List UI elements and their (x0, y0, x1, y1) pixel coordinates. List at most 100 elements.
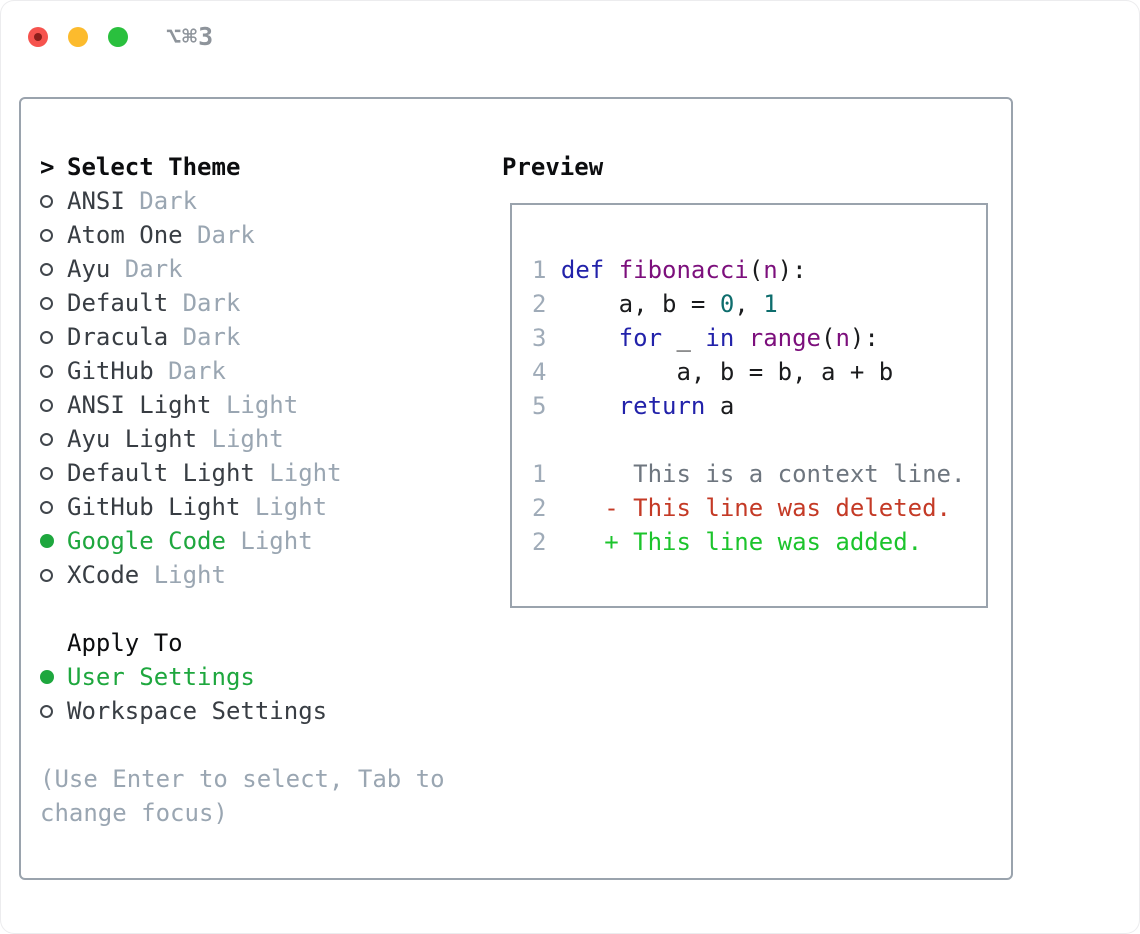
code-token-plain: ): (777, 256, 807, 284)
window-shortcut-label: ⌥⌘3 (166, 22, 215, 51)
option-label: GitHub (67, 357, 154, 385)
code-token-plain: , (734, 290, 764, 318)
preview-code-line: 2 - This line was deleted. (532, 491, 980, 525)
line-number: 1 (532, 256, 547, 284)
theme-option-ansi-light[interactable]: ANSI Light Light (40, 388, 342, 422)
titlebar: ⌥⌘3 (0, 0, 1140, 70)
minimize-button[interactable] (68, 27, 88, 47)
line-number: 5 (532, 392, 547, 420)
theme-option-github-light[interactable]: GitHub Light Light (40, 490, 342, 524)
preview-code-line: 4 a, b = b, a + b (532, 355, 980, 389)
apply-option-user-settings[interactable]: User Settings (40, 660, 327, 694)
option-variant-label: Light (240, 493, 328, 521)
option-label: User Settings (67, 663, 255, 691)
theme-option-atom-one[interactable]: Atom One Dark (40, 218, 342, 252)
code-token-literal: 0 (719, 290, 735, 318)
option-variant-label: Light (139, 561, 226, 589)
code-token-type: fibonacci (618, 256, 749, 284)
option-label: Dracula (67, 323, 169, 351)
theme-option-xcode[interactable]: XCode Light (40, 558, 342, 592)
theme-option-google-code[interactable]: Google Code Light (40, 524, 342, 558)
zoom-button[interactable] (108, 27, 128, 47)
option-variant-label: Dark (168, 289, 241, 317)
code-token-deleted: - This line was deleted. (560, 494, 952, 522)
code-token-keyword: def (560, 256, 605, 284)
line-number: 2 (532, 290, 547, 318)
code-token-plain: a (705, 392, 735, 420)
preview-code-line: 1 This is a context line. (532, 457, 980, 491)
option-label: XCode (67, 561, 140, 589)
radio-unselected-icon (40, 568, 67, 582)
code-token-plain: ( (748, 256, 764, 284)
radio-unselected-icon (40, 262, 67, 276)
option-variant-label: Dark (168, 323, 241, 351)
radio-selected-icon (40, 670, 67, 684)
preview-code-line: 5 return a (532, 389, 980, 423)
preview-code-line: 3 for _ in range(n): (532, 321, 980, 355)
line-number: 1 (532, 460, 547, 488)
code-token-plain (561, 324, 619, 352)
apply-option-workspace-settings[interactable]: Workspace Settings (40, 694, 327, 728)
code-token-plain: ( (821, 324, 836, 352)
option-variant-label: Dark (153, 357, 226, 385)
preview-code-line: 2 a, b = 0, 1 (532, 287, 980, 321)
theme-option-github[interactable]: GitHub Dark (40, 354, 342, 388)
code-token-keyword: for (618, 324, 663, 352)
code-token-literal: 1 (763, 290, 778, 318)
option-label: Default (67, 289, 169, 317)
code-token-type: range (748, 324, 821, 352)
option-variant-label: Light (211, 391, 299, 419)
keyboard-hint: (Use Enter to select, Tab to change focu… (40, 765, 445, 827)
preview-code-line: 2 + This line was added. (532, 525, 980, 559)
theme-list-header: > Select Theme (40, 150, 342, 184)
code-token-context: This is a context line. (560, 460, 966, 488)
radio-unselected-icon (40, 466, 67, 480)
code-token-plain: _ (662, 324, 706, 352)
code-token-plain: ): (849, 324, 879, 352)
theme-option-default-light[interactable]: Default Light Light (40, 456, 342, 490)
theme-option-ayu[interactable]: Ayu Dark (40, 252, 342, 286)
option-label: Default Light (67, 459, 255, 487)
line-number: 2 (532, 494, 547, 522)
radio-unselected-icon (40, 704, 67, 718)
option-label: Ayu (67, 255, 111, 283)
theme-option-ansi[interactable]: ANSI Dark (40, 184, 342, 218)
radio-unselected-icon (40, 228, 67, 242)
preview-title: Preview (502, 153, 604, 181)
radio-selected-icon (40, 534, 67, 548)
code-token-plain (734, 324, 748, 352)
radio-unselected-icon (40, 364, 67, 378)
theme-option-default[interactable]: Default Dark (40, 286, 342, 320)
code-token-added: + This line was added. (560, 528, 923, 556)
code-token-type: n (763, 256, 778, 284)
option-variant-label: Light (197, 425, 284, 453)
theme-option-dracula[interactable]: Dracula Dark (40, 320, 342, 354)
radio-unselected-icon (40, 500, 67, 514)
option-variant-label: Light (225, 527, 313, 555)
selection-arrow-icon: > (40, 153, 55, 181)
code-token-plain: a, b = b, a + b (560, 358, 894, 386)
code-token-keyword: in (705, 324, 735, 352)
option-label: Workspace Settings (67, 697, 328, 725)
option-label: GitHub Light (67, 493, 241, 521)
line-number: 4 (532, 358, 547, 386)
option-variant-label: Dark (182, 221, 255, 249)
option-variant-label: Light (254, 459, 342, 487)
option-label: Ayu Light (67, 425, 198, 453)
radio-unselected-icon (40, 296, 67, 310)
close-button[interactable] (28, 27, 48, 47)
radio-unselected-icon (40, 194, 67, 208)
line-number: 2 (532, 528, 547, 556)
theme-option-ayu-light[interactable]: Ayu Light Light (40, 422, 342, 456)
option-label: Google Code (67, 527, 226, 555)
option-label: ANSI (67, 187, 125, 215)
code-token-plain (604, 256, 618, 284)
